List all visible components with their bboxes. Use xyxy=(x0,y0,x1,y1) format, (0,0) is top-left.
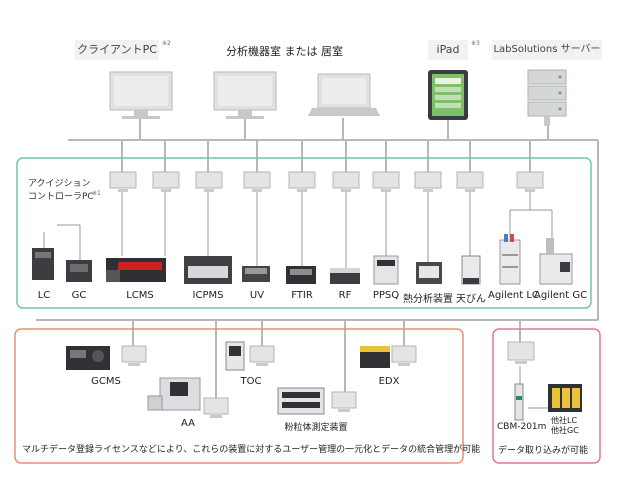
other-instruments-icon xyxy=(548,384,582,412)
agilent-gc-instrument xyxy=(539,238,573,285)
instrument-label-balance: 天びん xyxy=(456,294,486,305)
thermal-analyzer-instrument xyxy=(416,262,442,284)
instrument-label-agilent-lc: Agilent LC xyxy=(488,290,539,301)
rf-instrument xyxy=(330,268,360,284)
aa-label: AA xyxy=(181,418,195,429)
ipad-icon xyxy=(428,70,468,120)
uv-instrument xyxy=(242,266,270,282)
acq-pc-ftir xyxy=(332,171,360,189)
ipad-label: iPad xyxy=(436,43,460,56)
instrument-label-lcms: LCMS xyxy=(126,290,154,301)
toc-instrument xyxy=(225,341,245,371)
instrument-label-lc: LC xyxy=(37,290,51,301)
particle-label: 粉粒体測定装置 xyxy=(284,423,348,433)
gcms-instrument xyxy=(66,346,110,370)
edx-pc-icon xyxy=(391,345,417,366)
instrument-label-gc: GC xyxy=(71,290,87,301)
particle-pc-icon xyxy=(331,391,357,412)
ftir-instrument xyxy=(286,266,316,284)
server-label: LabSolutions サーバー xyxy=(493,44,601,55)
lab-pc-icon xyxy=(213,71,277,119)
aa-instrument xyxy=(147,377,201,411)
acq-line2: コントローラPC xyxy=(28,192,94,202)
gcms-label: GCMS xyxy=(91,376,121,387)
edx-label: EDX xyxy=(378,376,400,387)
data-import-caption: データ取り込みが可能 xyxy=(498,446,589,456)
client-pc-header: クライアントPC xyxy=(75,40,159,60)
edx-instrument xyxy=(360,346,390,368)
instrument-label-thermal: 熱分析装置 xyxy=(403,294,453,305)
acq-pc-thermal xyxy=(456,171,484,189)
ipad-header: iPad xyxy=(428,40,468,60)
balance-instrument xyxy=(461,255,481,285)
acq-pc-agilent xyxy=(516,171,544,189)
instrument-label-icpms: ICPMS xyxy=(192,290,224,301)
icpms-instrument xyxy=(184,256,232,284)
server-header: LabSolutions サーバー xyxy=(492,40,602,60)
toc-label: TOC xyxy=(240,376,262,387)
multi-data-box xyxy=(14,328,464,464)
client-pc-icon xyxy=(109,71,173,119)
instrument-label-rf: RF xyxy=(338,290,352,301)
ipad-note: ※3 xyxy=(471,40,480,47)
gc-instrument xyxy=(66,260,92,282)
multi-data-caption: マルチデータ登録ライセンスなどにより、これらの装置に対するユーザー管理の一元化と… xyxy=(22,445,481,455)
instrument-label-agilent-gc: Agilent GC xyxy=(534,290,588,301)
laptop-icon xyxy=(308,73,380,116)
ppsq-instrument xyxy=(373,255,399,285)
other-instruments-labels: 他社LC 他社GC xyxy=(551,416,579,436)
lcms-instrument xyxy=(106,258,166,282)
cbm-label: CBM-201m xyxy=(497,422,547,432)
data-import-box xyxy=(492,328,601,464)
gcms-pc-icon xyxy=(121,345,147,366)
acq-controller-label: アクイジション コントローラPC xyxy=(28,178,94,204)
lc-instrument xyxy=(32,248,54,280)
other-gc-label: 他社GC xyxy=(551,426,579,435)
acq-pc-gc xyxy=(152,171,180,189)
acq-pc-rf xyxy=(372,171,400,189)
instrument-label-ppsq: PPSQ xyxy=(372,290,400,301)
acq-line1: アクイジション xyxy=(28,179,91,189)
client-pc-note: ※2 xyxy=(162,40,171,47)
cbm-201m-device xyxy=(514,383,524,421)
acq-pc-lc xyxy=(109,171,137,189)
other-lc-label: 他社LC xyxy=(551,416,578,425)
acq-pc-ppsq xyxy=(414,171,442,189)
cbm-pc-icon xyxy=(507,341,535,364)
acq-pc-icpms xyxy=(243,171,271,189)
agilent-lc-instrument xyxy=(499,234,521,285)
instrument-label-ftir: FTIR xyxy=(291,290,313,301)
particle-analyzer-instrument xyxy=(277,387,325,415)
client-pc-label: クライアントPC xyxy=(77,43,157,56)
acq-pc-uv xyxy=(288,171,316,189)
acq-pc-lcms xyxy=(195,171,223,189)
server-icon xyxy=(527,69,567,126)
instrument-label-uv: UV xyxy=(249,290,265,301)
acquisition-box xyxy=(16,157,592,309)
lab-label: 分析機器室 または 居室 xyxy=(226,45,343,58)
aa-pc-icon xyxy=(203,397,229,418)
toc-pc-icon xyxy=(249,345,275,366)
acq-note: ※1 xyxy=(92,190,101,197)
